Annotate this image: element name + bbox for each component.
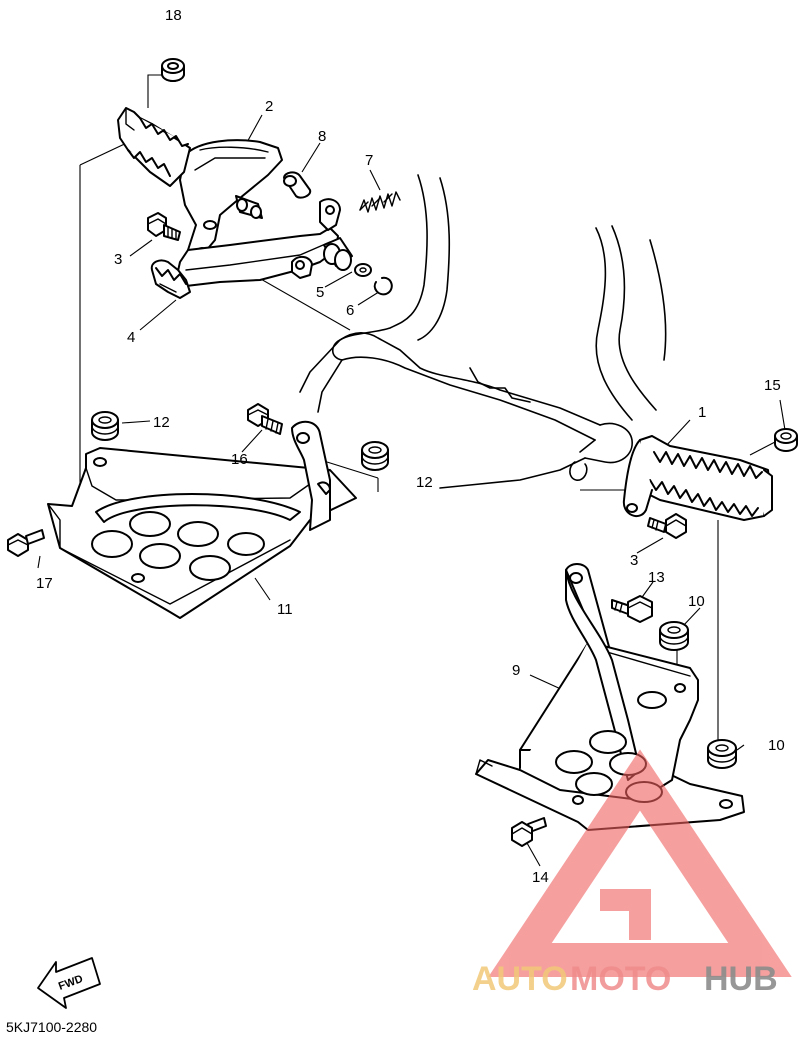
- callout-1: 1: [698, 404, 706, 421]
- callout-12-center: 12: [416, 474, 433, 491]
- callout-6: 6: [346, 302, 354, 319]
- callout-5: 5: [316, 284, 324, 301]
- watermark-moto: MOTO: [570, 960, 671, 998]
- watermark-logo: [488, 749, 792, 977]
- fwd-arrow: FWD: [37, 957, 101, 1009]
- collar-8: [283, 171, 312, 199]
- callout-18: 18: [165, 7, 182, 24]
- footrest-bracket-2: [175, 139, 341, 287]
- callout-13: 13: [648, 569, 665, 586]
- footpeg-upper: [117, 107, 191, 299]
- spring-7: [359, 191, 401, 213]
- bolt-14: [511, 817, 547, 847]
- callout-15: 15: [764, 377, 781, 394]
- watermark-auto: AUTO: [472, 960, 568, 998]
- callout-10-upper: 10: [688, 593, 705, 610]
- callout-2: 2: [265, 98, 273, 115]
- grommet-18: [161, 58, 185, 82]
- frame-outline: [299, 174, 667, 489]
- callouts: 18 2 8 7 3 5 6 4 12 16 12 17 11 1 15 3 1…: [36, 7, 785, 886]
- callout-14: 14: [532, 869, 549, 886]
- callout-7: 7: [365, 152, 373, 169]
- clip-6: [373, 276, 393, 296]
- callout-3-right: 3: [630, 552, 638, 569]
- grommet-15: [774, 428, 798, 452]
- callout-3-upper: 3: [114, 251, 122, 268]
- bolt-3-right: [647, 513, 687, 539]
- footpeg-1: [622, 435, 773, 521]
- bolt-3-upper: [147, 212, 181, 241]
- callout-9: 9: [512, 662, 520, 679]
- grommet-10-upper: [659, 621, 689, 651]
- callout-11: 11: [277, 601, 293, 618]
- callout-10-lower: 10: [768, 737, 785, 754]
- callout-12-left: 12: [153, 414, 170, 431]
- collar-5-washer: [323, 237, 372, 277]
- callout-8: 8: [318, 128, 326, 145]
- diagram-code: 5KJ7100-2280: [6, 1019, 97, 1035]
- watermark-hub: HUB: [704, 960, 778, 998]
- grommet-10-lower: [707, 739, 737, 769]
- bolt-17: [7, 529, 45, 557]
- grommet-12-center: [361, 441, 389, 471]
- protector-plate-9: [475, 563, 745, 831]
- bolt-13: [611, 595, 653, 623]
- callout-17: 17: [36, 575, 53, 592]
- bolt-16: [247, 403, 283, 435]
- callout-16: 16: [231, 451, 248, 468]
- callout-4: 4: [127, 329, 135, 346]
- protector-plate-11: [47, 420, 357, 619]
- grommet-12-left: [91, 411, 119, 441]
